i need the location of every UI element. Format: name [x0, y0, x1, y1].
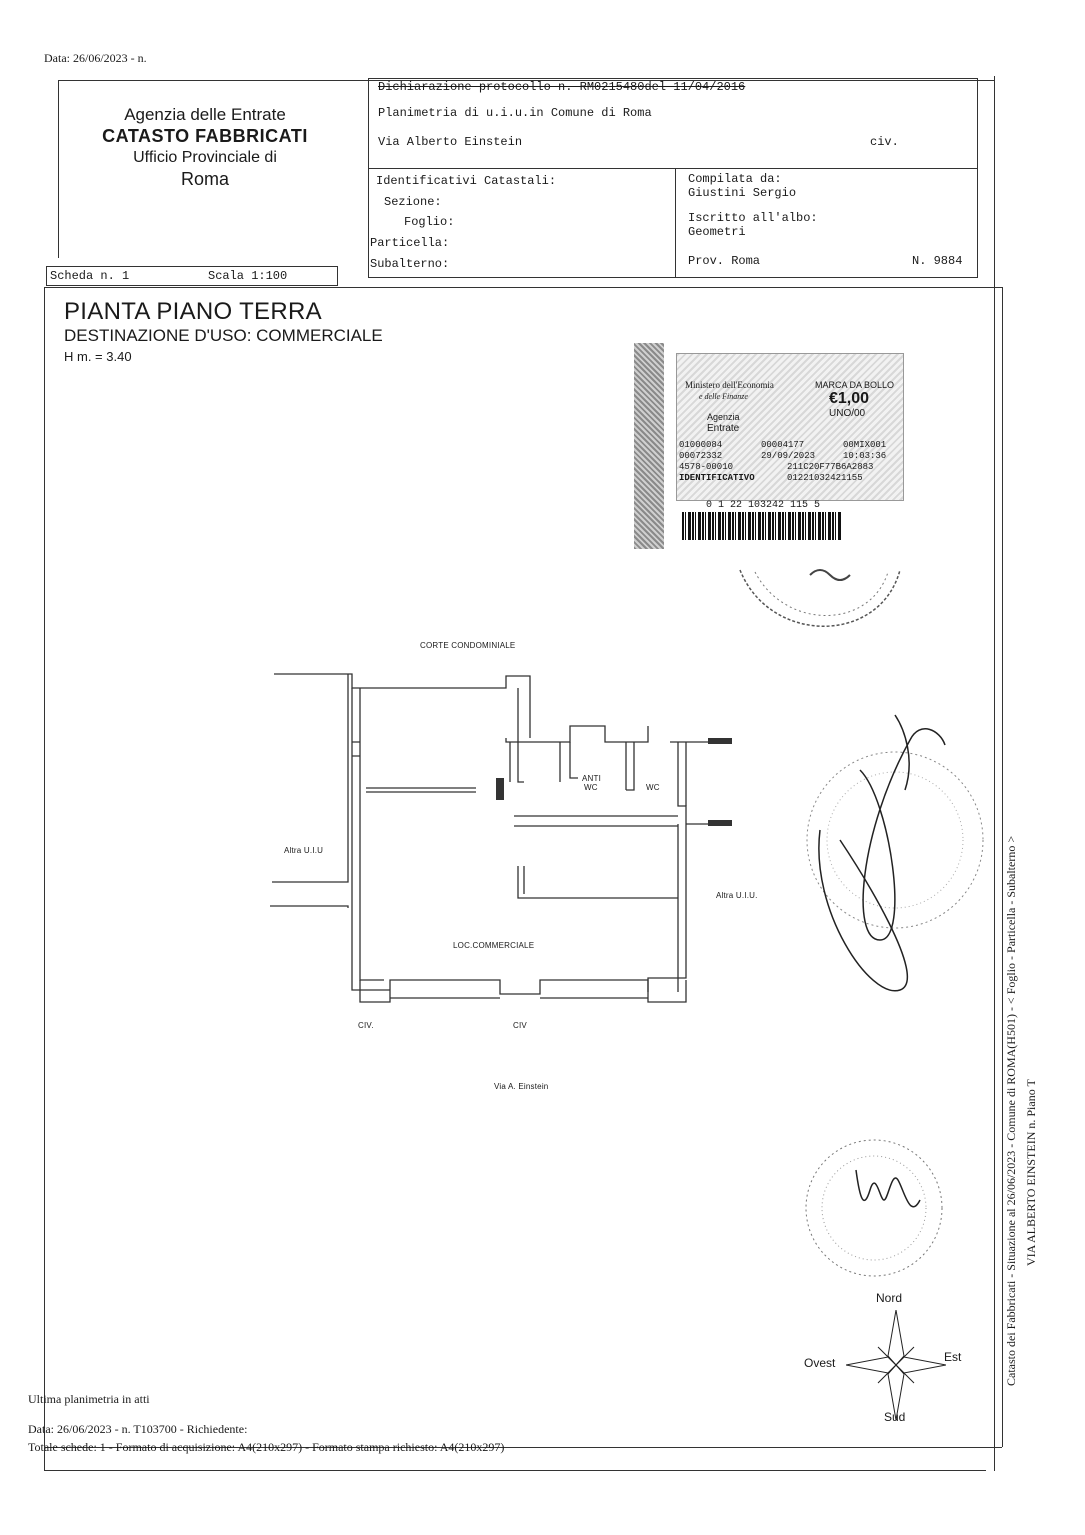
frame-plan-top — [44, 287, 1002, 288]
ceiling-height: H m. = 3.40 — [64, 349, 132, 364]
stamp-code-a3: 00MIX001 — [843, 440, 887, 450]
side-cadastre-note: Catasto dei Fabbricati - Situazione al 2… — [1004, 835, 1018, 1386]
iscritto-label: Iscritto all'albo: — [688, 211, 818, 225]
agency-name: Agenzia delle Entrate — [124, 105, 286, 124]
header-box — [368, 78, 978, 278]
revenue-stamp: Ministero dell'Economia e delle Finanze … — [676, 353, 904, 501]
stamp-marca: MARCA DA BOLLO — [815, 380, 895, 390]
side-address-note: VIA ALBERTO EINSTEIN n. Piano T — [1024, 1079, 1038, 1266]
albo-number: N. 9884 — [912, 254, 963, 268]
stamp-entrate: Entrate — [707, 423, 740, 434]
label-wc: WC — [646, 783, 660, 792]
label-loc-commerciale: LOC.COMMERCIALE — [453, 941, 535, 950]
planimetria-line: Planimetria di u.i.u.in Comune di Roma — [378, 106, 652, 120]
stamp-code-b2: 29/09/2023 — [761, 451, 816, 461]
address-line: Via Alberto Einstein — [378, 135, 523, 149]
ufficio-label: Ufficio Provinciale di — [133, 148, 277, 166]
stamp-value-words: UNO/00 — [829, 408, 866, 419]
compass-est: Est — [944, 1350, 962, 1364]
stamp-ident-label: IDENTIFICATIVO — [679, 473, 755, 483]
header-vertical-divider — [675, 168, 676, 278]
destinazione-uso: DESTINAZIONE D'USO: COMMERCIALE — [64, 326, 383, 345]
barcode-number: 0 1 22 103242 115 5 — [706, 500, 821, 511]
page-date: Data: 26/06/2023 - n. — [44, 51, 147, 65]
label-anti-wc: WC — [584, 783, 598, 792]
header-divider — [368, 168, 978, 169]
stamp-finanze: e delle Finanze — [699, 392, 748, 401]
frame-left — [44, 287, 45, 1470]
particella-label: Particella: — [370, 236, 450, 250]
catasto-title: CATASTO FABBRICATI — [102, 126, 308, 147]
compass-nord: Nord — [876, 1291, 903, 1305]
label-anti: ANTI — [582, 774, 602, 783]
label-civ-1: CIV. — [358, 1021, 374, 1030]
sezione-label: Sezione: — [384, 195, 442, 209]
plan-title: PIANTA PIANO TERRA — [64, 298, 322, 325]
frame-right — [994, 76, 995, 1471]
label-corte: CORTE CONDOMINIALE — [420, 641, 516, 650]
stamp-value: €1,00 — [829, 390, 870, 407]
footer-data: Data: 26/06/2023 - n. T103700 - Richiede… — [28, 1422, 248, 1436]
stamp-code-a2: 00004177 — [761, 440, 805, 450]
label-street: Via A. Einstein — [494, 1082, 549, 1091]
compass-sud: Sud — [884, 1410, 906, 1424]
stamp-code-b1: 00072332 — [679, 451, 723, 461]
civ-label: civ. — [870, 135, 899, 149]
stamp-code-a1: 01000084 — [679, 440, 723, 450]
agency-block: Agenzia delle Entrate CATASTO FABBRICATI… — [60, 104, 350, 190]
ident-title: Identificativi Catastali: — [376, 174, 557, 188]
stamp-ministero: Ministero dell'Economia — [685, 380, 774, 390]
footer-ultima: Ultima planimetria in atti — [28, 1392, 150, 1406]
signature-seal — [806, 714, 984, 992]
scheda-box — [46, 266, 338, 286]
compilata-label: Compilata da: — [688, 172, 782, 186]
protocol-line: Dichiarazione protocollo n. RM0215480del… — [378, 80, 746, 94]
stamp-code-c2: 211C20F77B6A2883 — [787, 462, 874, 472]
stamp-agenzia: Agenzia — [707, 412, 740, 422]
label-altra-right: Altra U.I.U. — [716, 891, 758, 900]
label-civ-2: CIV — [513, 1021, 527, 1030]
barcode — [682, 512, 842, 540]
round-seal-bottom — [805, 1139, 943, 1277]
compass-rose — [846, 1310, 946, 1420]
frame-bottom — [44, 1470, 986, 1471]
subalterno-label: Subalterno: — [370, 257, 450, 271]
frame-plan-bottom — [44, 1447, 1002, 1448]
label-altra-left: Altra U.I.U — [284, 846, 324, 855]
footer-totale: Totale schede: 1 - Formato di acquisizio… — [28, 1440, 505, 1454]
iscritto-value: Geometri — [688, 225, 746, 239]
ufficio-city: Roma — [180, 168, 229, 189]
scala-label: Scala 1:100 — [208, 269, 288, 283]
round-seal-top — [739, 569, 901, 627]
floor-plan — [270, 673, 732, 1003]
stamp-code-b3: 10:03:36 — [843, 451, 887, 461]
frame-top — [58, 80, 994, 81]
stamp-strip — [634, 343, 664, 549]
stamp-ident-value: 01221032421155 — [787, 473, 863, 483]
compilata-name: Giustini Sergio — [688, 186, 797, 200]
foglio-label: Foglio: — [404, 215, 455, 229]
stamp-code-c1: 4578-00010 — [679, 462, 734, 472]
frame-plan-right — [1002, 287, 1003, 1447]
scheda-label: Scheda n. 1 — [50, 269, 130, 283]
prov-label: Prov. Roma — [688, 254, 761, 268]
frame-left-top — [58, 80, 59, 258]
compass-ovest: Ovest — [804, 1356, 836, 1370]
